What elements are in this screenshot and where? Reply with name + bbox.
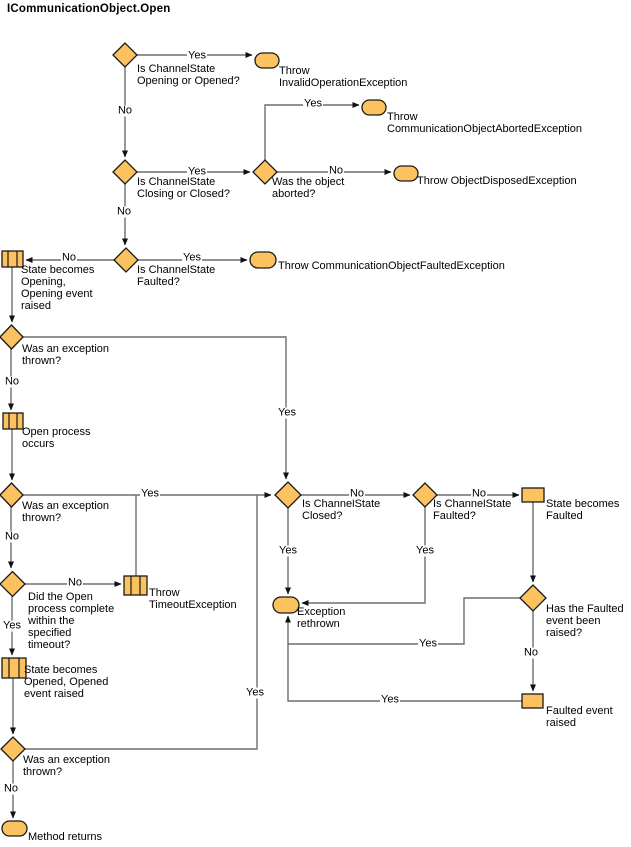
decision-exception-3 xyxy=(0,736,26,762)
edge-label-no: No xyxy=(3,530,21,543)
label-state-opened: State becomes Opened, Opened event raise… xyxy=(24,664,109,700)
label-exception-1: Was an exception thrown? xyxy=(22,343,110,367)
label-faulted-exception: Throw CommunicationObjectFaultedExceptio… xyxy=(278,260,505,272)
decision-exception-2 xyxy=(0,482,24,508)
edge-label-yes: Yes xyxy=(380,693,400,706)
label-faulted-top: Is ChannelState Faulted? xyxy=(137,264,216,288)
label-closing-or-closed: Is ChannelState Closing or Closed? xyxy=(137,176,230,200)
edge-label-no: No xyxy=(348,487,366,500)
label-method-returns: Method returns xyxy=(28,831,102,843)
edge-label-yes: Yes xyxy=(245,686,265,699)
decision-faulted-top xyxy=(113,247,139,273)
edge-label-yes: Yes xyxy=(187,49,207,62)
decision-state-faulted xyxy=(412,482,438,508)
edge-label-yes: Yes xyxy=(415,544,435,557)
edge-exception1-yes xyxy=(23,336,289,480)
edge-faulted-yes xyxy=(301,507,426,606)
terminator-method-returns xyxy=(1,820,28,837)
label-state-opening: State becomes Opening, Opening event rai… xyxy=(21,264,95,312)
process-faulted-event-raised xyxy=(521,693,544,709)
terminator-faulted-exception xyxy=(249,251,277,269)
edge-label-yes: Yes xyxy=(2,619,22,632)
edge-label-no: No xyxy=(116,104,134,117)
label-timeout: Did the Open process complete within the… xyxy=(28,591,115,651)
edge-label-no: No xyxy=(470,487,488,500)
label-aborted-exception: Throw CommunicationObjectAbortedExceptio… xyxy=(387,111,583,135)
label-invalid-operation: Throw InvalidOperationException xyxy=(279,65,408,89)
edge-label-no: No xyxy=(115,205,133,218)
label-disposed-exception: Throw ObjectDisposedException xyxy=(417,175,577,187)
edge-label-yes: Yes xyxy=(182,251,202,264)
decision-timeout xyxy=(0,570,26,598)
process-open-process xyxy=(2,412,24,430)
edge-label-yes: Yes xyxy=(187,165,207,178)
terminator-invalid-operation xyxy=(254,52,280,69)
edge-label-yes: Yes xyxy=(277,406,297,419)
terminator-exception-rethrown xyxy=(272,596,300,614)
edge-label-yes: Yes xyxy=(140,487,160,500)
label-open-process: Open process occurs xyxy=(22,426,91,450)
edge-faulted-raised-out xyxy=(285,615,522,702)
edge-label-no: No xyxy=(3,375,21,388)
decision-exception-1 xyxy=(0,324,24,350)
label-state-faulted-q: Is ChannelState Faulted? xyxy=(433,498,512,522)
edge-exception3-yes xyxy=(25,495,258,750)
label-exception-3: Was an exception thrown? xyxy=(23,754,111,778)
edge-label-no: No xyxy=(327,164,345,177)
decision-faulted-event xyxy=(519,584,547,612)
decision-opening-or-opened xyxy=(112,42,138,68)
process-throw-timeout xyxy=(123,575,148,596)
decision-closing-or-closed xyxy=(112,159,138,185)
decision-object-aborted xyxy=(252,159,278,185)
terminator-disposed-exception xyxy=(393,165,419,182)
edge-label-no: No xyxy=(66,576,84,589)
edge-label-yes: Yes xyxy=(278,544,298,557)
process-state-opened xyxy=(1,657,27,679)
edge-aborted-yes xyxy=(264,102,360,160)
edge-label-yes: Yes xyxy=(418,637,438,650)
decision-state-closed xyxy=(274,481,302,509)
process-state-faulted xyxy=(521,487,545,503)
label-state-faulted: State becomes Faulted xyxy=(546,498,620,522)
label-faulted-event-raised: Faulted event raised xyxy=(546,705,613,729)
edge-faulted-event-yes xyxy=(288,597,520,645)
label-faulted-event-q: Has the Faulted event been raised? xyxy=(546,603,624,639)
process-state-opening xyxy=(1,250,24,268)
terminator-aborted-exception xyxy=(361,99,387,116)
label-state-closed: Is ChannelState Closed? xyxy=(302,498,381,522)
label-object-aborted: Was the object aborted? xyxy=(272,176,345,200)
edge-label-no: No xyxy=(60,251,78,264)
edge-label-no: No xyxy=(522,646,540,659)
label-exception-rethrown: Exception rethrown xyxy=(297,606,346,630)
page-title: ICommunicationObject.Open xyxy=(7,3,171,15)
label-throw-timeout: Throw TimeoutException xyxy=(149,587,237,611)
label-exception-2: Was an exception thrown? xyxy=(22,500,110,524)
label-opening-or-opened: Is ChannelState Opening or Opened? xyxy=(137,63,240,87)
edge-label-yes: Yes xyxy=(303,97,323,110)
edge-label-no: No xyxy=(2,782,20,795)
